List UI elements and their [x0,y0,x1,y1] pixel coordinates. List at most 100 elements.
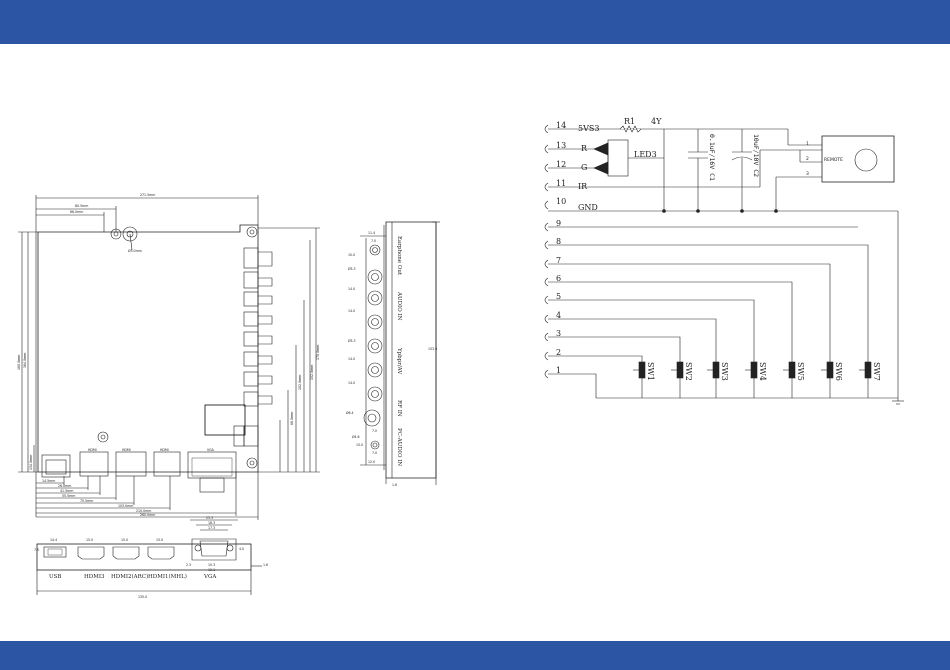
side-dim-15: 12.0 [368,460,375,464]
net-trace [548,355,643,362]
switch-label: SW7 [872,362,881,381]
side-dim-14: 15.0 [356,443,363,447]
switch-body [750,361,758,379]
led-label: LED3 [634,150,657,159]
dim-right-4: 88.0mm [290,412,294,425]
front-small-1: 2.3 [186,563,191,567]
pin-connector [544,163,549,173]
dim-left-3: 134.0mm [29,455,33,470]
dim-top-3: 66.0mm [70,210,83,214]
dim-bottom-4: 55.5mm [62,494,75,498]
side-dim-6: 14.0 [348,309,355,313]
pin-number: 10 [556,197,566,206]
front-dim-8: 4.0 [239,547,244,551]
side-label-ypbpr: Ypbpr/AV [396,347,402,375]
side-dim-11: 7.0 [372,429,377,433]
front-dim-6: 18.3 [208,521,215,525]
pin-number: 7 [556,256,561,265]
pin-connector [544,295,549,305]
front-dim-3: 15.0 [121,538,128,542]
board-top-view [18,195,320,520]
dim-right-3: 102.0mm [298,375,302,390]
front-dim-2: 15.0 [86,538,93,542]
front-small-2: 10.3 [208,563,215,567]
resistor-value: 4Y [651,117,662,126]
switch-label: SW3 [720,362,729,381]
dim-bottom-7: 210.0mm [136,509,151,513]
board-front-view [36,519,262,595]
front-label-hdmi3: HDMI3 [84,574,105,580]
pin-number: 12 [556,160,566,169]
pin-number: 14 [556,121,566,130]
dim-top-total: 271.5mm [140,193,155,197]
conn-label-2: HDMI [122,448,131,452]
front-dim-4: 15.0 [156,538,163,542]
board-side-view [360,221,440,485]
conn-label-3: HDMI [160,448,169,452]
front-left-dim: 7.5 [34,548,39,552]
dim-right-1: 170.0mm [316,345,320,360]
net-r: R [581,144,588,153]
switch-label: SW6 [834,362,843,381]
dim-bottom-3: 41.5mm [60,489,73,493]
dim-hole: Ø3.0mm [128,248,142,253]
side-dim-5: 14.0 [348,287,355,291]
switch-body [788,361,796,379]
pin-number: 6 [556,274,561,283]
pin-connector [544,369,549,379]
switch-body [638,361,646,379]
side-total-height: 153.0 [428,347,437,351]
side-base: 1.6 [392,483,397,487]
pin-connector [544,277,549,287]
dim-bottom-2: 26.0mm [58,484,71,488]
pin-connector [544,240,549,250]
switch-body [864,361,872,379]
front-small-3: 12.1 [208,568,215,572]
side-dim-1: 11.4 [368,231,375,235]
net-trace [548,244,869,362]
dim-bottom-6: 103.0mm [118,504,133,508]
dim-bottom-1: 14.5mm [42,479,55,483]
dim-left-1: 180.0mm [17,355,21,370]
side-label-pc-audio: PC-AUDIO IN [396,428,402,466]
net-trace [548,281,793,362]
header-band [0,0,950,44]
side-label-audio-in: AUDIO IN [396,291,402,321]
dim-bottom-8: 260.0mm [140,513,155,517]
switch-label: SW4 [758,362,767,381]
resistor-label: R1 [624,117,635,126]
pin-number: 8 [556,237,561,246]
side-dim-2: 7.0 [371,239,376,243]
front-label-hdmi2: HDMI2(ARC) [111,573,148,580]
side-dim-8: 14.0 [348,357,355,361]
pin-connector [544,222,549,232]
side-dim-7: Ø5.3 [348,338,356,343]
schematic [544,124,904,405]
switch-label: SW5 [796,362,805,381]
net-trace [548,318,717,362]
conn-label-4: VGA [207,448,215,452]
conn-label-1: HDMI [88,448,97,452]
side-dim-3: 10.0 [348,253,355,257]
net-5vs3: 5VS3 [578,124,599,133]
pin-number: 11 [556,179,566,188]
side-dim-9: 14.0 [348,381,355,385]
remote-pin-3: 3 [806,171,809,177]
side-dim-13: 7.0 [372,451,377,455]
pin-number: 5 [556,292,561,301]
dim-bottom-5: 75.5mm [80,499,93,503]
net-g: G [581,163,587,172]
front-dim-7: 17.3 [208,526,215,530]
front-right-dim: 1.6 [263,563,268,567]
switch-label: SW2 [684,362,693,381]
remote-pin-1: 1 [806,141,809,147]
net-ir: IR [578,182,588,191]
dim-right-2: 152.0mm [310,365,314,380]
remote-label: REMOTE [824,157,843,163]
switch-body [712,361,720,379]
front-dim-5: 25.3 [206,516,213,520]
net-trace [548,263,831,362]
